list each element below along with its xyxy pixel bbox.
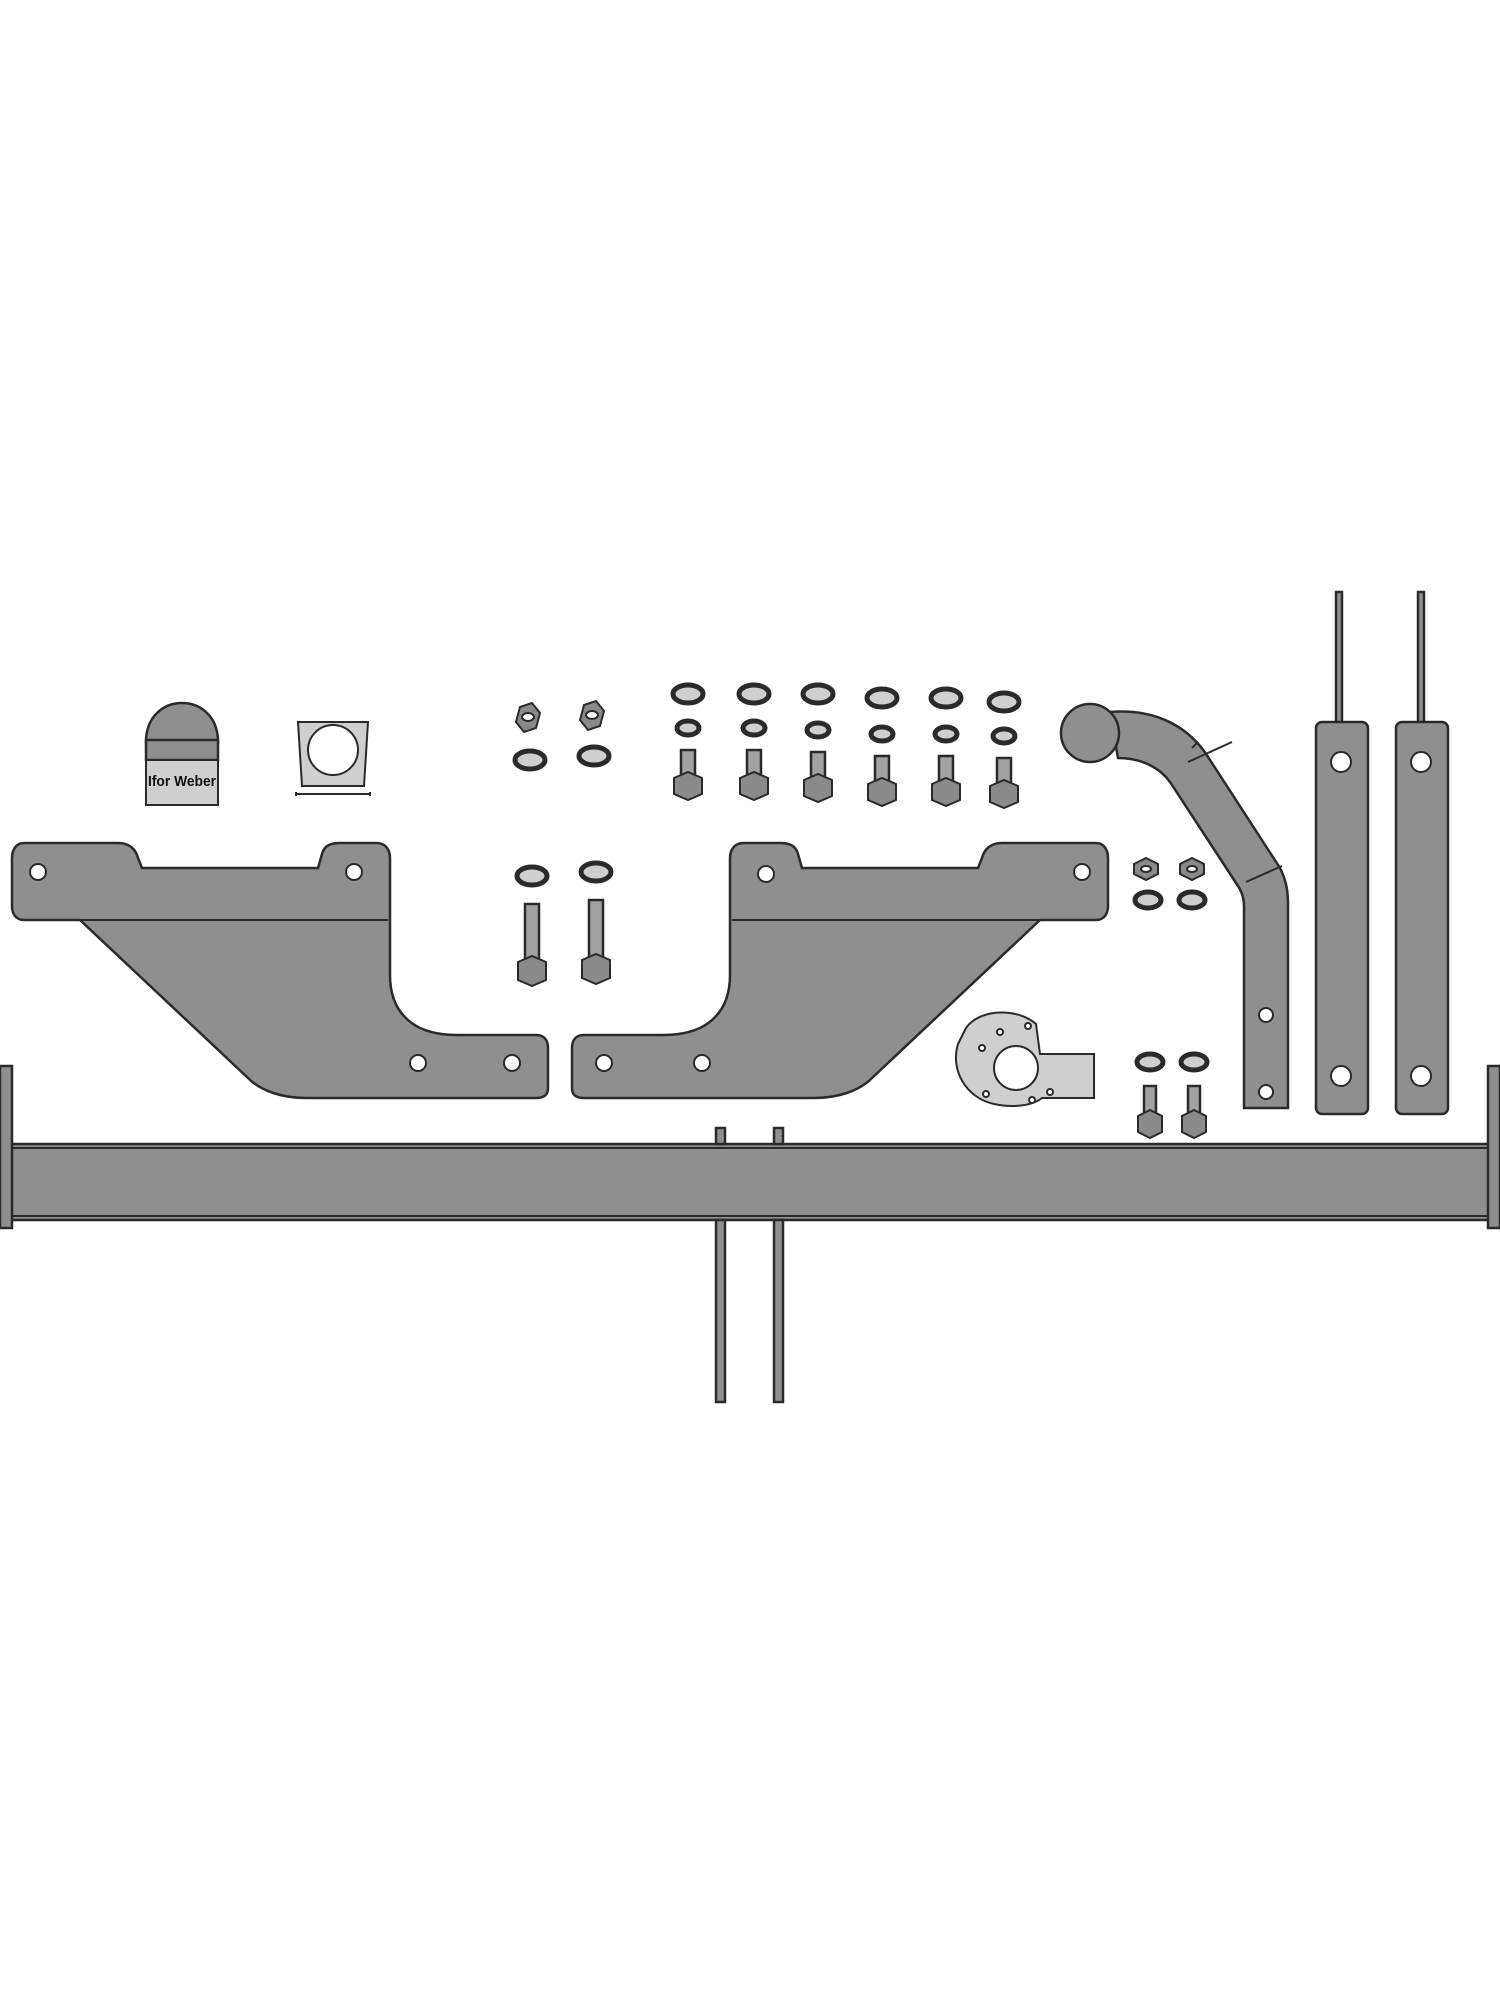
center-tab-left [714,1126,727,1404]
socket-mounting-plate [954,1011,1095,1107]
long-bolt-2 [578,860,614,986]
cover-label: Ifor Weber [148,773,216,790]
long-bolt-1 [514,864,550,988]
short-bolt-4 [864,686,900,808]
center-tab-right [772,1126,785,1404]
nut-washer-set-right [1132,856,1208,911]
nut-washer-set-left [512,699,612,772]
support-strap-right [1394,590,1450,1116]
long-bolt-set [514,860,614,988]
short-bolt-2 [736,682,772,802]
socket-bolt-2 [1178,1051,1210,1140]
cross-beam [0,1064,1500,1230]
support-strap-left [1314,590,1370,1116]
socket-bolt-set [1134,1051,1210,1140]
short-bolt-set [670,682,1022,810]
mounting-bracket-left [10,841,550,1100]
short-bolt-3 [800,682,836,804]
short-bolt-6 [986,690,1022,810]
tow-ball-neck [1059,702,1290,1110]
short-bolt-5 [928,686,964,808]
mounting-bracket-right [570,841,1110,1100]
tow-ball-cover: Ifor Weber [144,701,220,806]
socket-backing-plate [295,721,371,796]
socket-bolt-1 [1134,1051,1166,1140]
short-bolt-1 [670,682,706,802]
